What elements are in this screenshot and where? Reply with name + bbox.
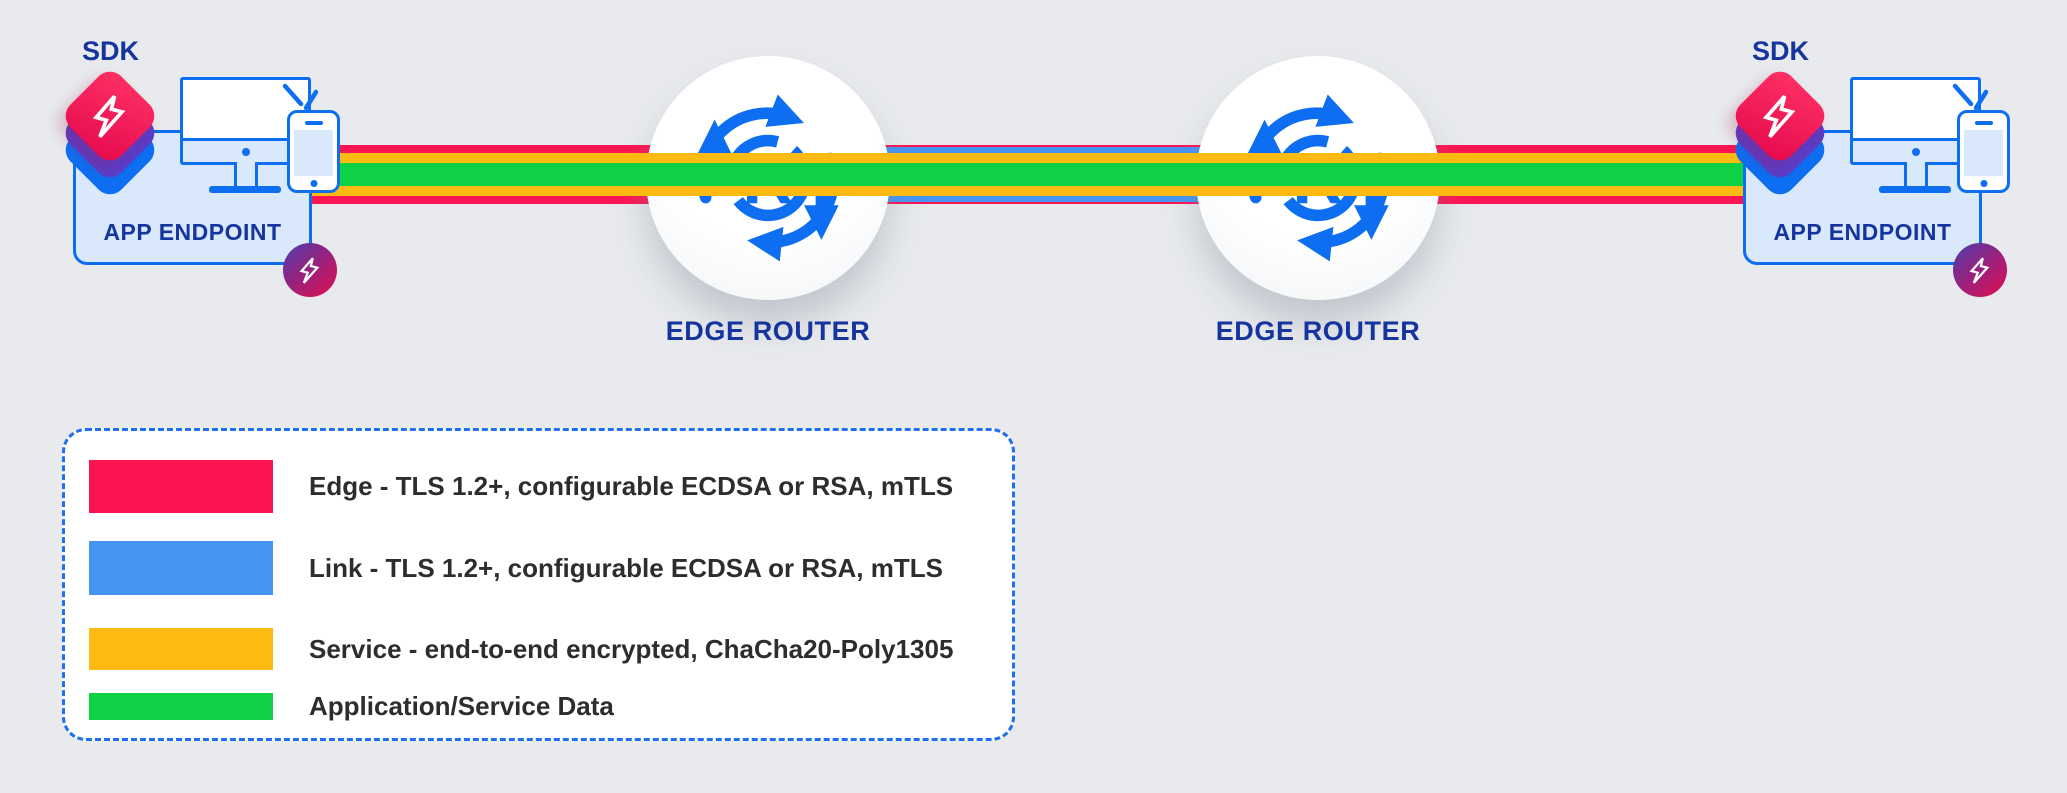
legend-swatch-data xyxy=(89,693,273,720)
legend-item-service: Service - end-to-end encrypted, ChaCha20… xyxy=(89,628,988,670)
phone-icon xyxy=(1957,110,2010,193)
endpoint-label: APP ENDPOINT xyxy=(103,219,282,245)
phone-speaker xyxy=(304,121,323,125)
app-endpoint-left: APP ENDPOINT SDK xyxy=(40,28,380,313)
edge-router-label-right: EDGE ROUTER xyxy=(1215,316,1421,346)
legend-label-edge: Edge - TLS 1.2+, configurable ECDSA or R… xyxy=(309,471,954,501)
monitor-dot xyxy=(241,148,250,156)
ziti-bolt-icon xyxy=(94,94,124,139)
app-data-band xyxy=(310,163,1750,186)
legend-swatch-edge xyxy=(89,460,273,513)
legend-label-link: Link - TLS 1.2+, configurable ECDSA or R… xyxy=(309,552,943,583)
legend-box: Edge - TLS 1.2+, configurable ECDSA or R… xyxy=(62,428,1015,741)
legend-item-link: Link - TLS 1.2+, configurable ECDSA or R… xyxy=(89,541,988,595)
legend-item-edge: Edge - TLS 1.2+, configurable ECDSA or R… xyxy=(89,460,988,513)
monitor-shine-icon xyxy=(282,83,319,111)
legend-label-data: Application/Service Data xyxy=(309,691,614,721)
monitor-shine-icon xyxy=(1952,83,1989,111)
phone-screen xyxy=(1964,130,2003,176)
endpoint-label: APP ENDPOINT xyxy=(1773,219,1952,245)
phone-home-button xyxy=(1980,180,1987,187)
legend-swatch-service xyxy=(89,628,273,670)
monitor-stand xyxy=(234,162,258,189)
ziti-badge-icon xyxy=(1953,243,2007,297)
phone-screen xyxy=(294,130,333,176)
monitor-dot xyxy=(1911,148,1920,156)
legend-item-data: Application/Service Data xyxy=(89,691,988,721)
phone-home-button xyxy=(310,180,317,187)
ziti-bolt-icon xyxy=(1764,94,1794,139)
sdk-label: SDK xyxy=(82,36,140,66)
legend-label-service: Service - end-to-end encrypted, ChaCha20… xyxy=(309,633,954,664)
monitor-stand xyxy=(1904,162,1928,189)
monitor-base xyxy=(209,186,281,193)
sdk-label: SDK xyxy=(1752,36,1810,66)
edge-router-label-left: EDGE ROUTER xyxy=(665,316,871,346)
monitor-base xyxy=(1879,186,1951,193)
phone-icon xyxy=(287,110,340,193)
ziti-badge-icon xyxy=(283,243,337,297)
phone-speaker xyxy=(1974,121,1993,125)
app-endpoint-right: APP ENDPOINT SDK xyxy=(1710,28,2050,313)
legend-swatch-link xyxy=(89,541,273,595)
